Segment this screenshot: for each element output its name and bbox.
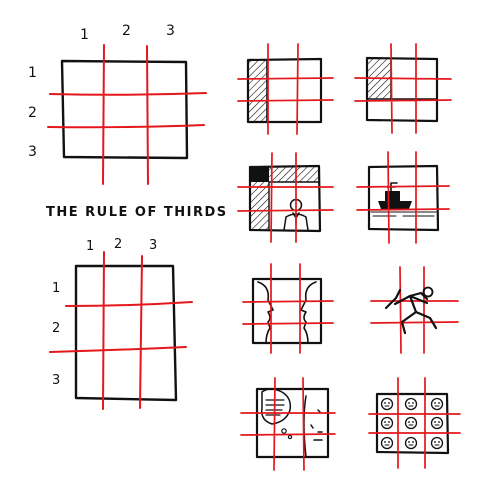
thirds-lines <box>368 377 461 469</box>
thirds-lines <box>370 266 459 354</box>
thirds-lines <box>237 152 334 243</box>
portrait-frame <box>74 264 178 402</box>
landscape-frame <box>60 59 189 160</box>
boat-cabin <box>385 191 400 201</box>
portrait-row-label-2: 2 <box>52 321 60 336</box>
example-nine-faces-grid <box>368 377 461 469</box>
thirds-lines <box>237 43 334 135</box>
left-profile <box>257 281 274 344</box>
landscape-vline-1 <box>102 44 105 185</box>
landscape-row-label-1: 1 <box>28 65 37 81</box>
portrait-grid: 1 2 3 1 2 3 <box>49 237 193 410</box>
thirds-lines <box>242 263 334 354</box>
dark-corner <box>250 167 269 182</box>
shaded-region <box>248 60 267 122</box>
boat-hull <box>378 201 412 209</box>
water-lines <box>370 211 437 217</box>
portrait-vline-1 <box>102 251 105 410</box>
example-frame <box>367 164 440 232</box>
portrait-col-label-3: 3 <box>149 238 157 253</box>
portrait-hline-2 <box>49 346 187 353</box>
runner-head <box>422 286 434 298</box>
portrait-vline-2 <box>139 255 143 409</box>
landscape-row-label-3: 3 <box>28 144 37 160</box>
thirds-lines <box>240 377 336 471</box>
landscape-vline-2 <box>146 45 149 185</box>
example-two-facing-profiles <box>242 263 334 354</box>
example-thought-bubble-face <box>240 377 336 471</box>
thirds-lines <box>354 43 452 134</box>
example-frame <box>251 277 323 345</box>
diagram-title: THE RULE OF THIRDS <box>46 205 228 220</box>
landscape-row-label-2: 2 <box>28 105 37 121</box>
top-band <box>269 167 319 182</box>
landscape-col-label-2: 2 <box>122 23 131 39</box>
portrait-col-label-1: 1 <box>86 239 94 254</box>
landscape-col-label-1: 1 <box>80 27 89 43</box>
example-frame <box>255 387 330 459</box>
example-running-figure <box>370 266 459 354</box>
thirds-lines <box>356 151 450 244</box>
face-circles <box>380 397 444 450</box>
portrait-row-label-1: 1 <box>52 281 60 296</box>
example-boat-on-horizon <box>356 151 450 244</box>
landscape-grid: 1 2 3 1 2 3 <box>28 23 207 185</box>
bubble-dot-2 <box>287 434 293 440</box>
portrait-row-label-3: 3 <box>52 373 60 388</box>
portrait-hline-1 <box>65 301 193 307</box>
side-face <box>303 395 323 458</box>
example-top-left-cell-shaded <box>354 43 452 134</box>
left-band <box>250 182 269 230</box>
face-features <box>384 402 440 443</box>
example-left-third-shaded <box>237 43 334 135</box>
landscape-hline-2 <box>47 124 205 129</box>
landscape-hline-1 <box>49 92 207 96</box>
bubble-dot-1 <box>281 428 287 434</box>
portrait-col-label-2: 2 <box>114 237 122 252</box>
band-edge <box>268 181 320 231</box>
landscape-col-label-3: 3 <box>166 23 175 39</box>
runner-body <box>384 288 438 335</box>
example-portrait-man-in-suit <box>237 152 334 243</box>
thought-bubble <box>260 388 292 425</box>
right-profile <box>300 281 317 344</box>
face-mouths <box>384 405 440 446</box>
